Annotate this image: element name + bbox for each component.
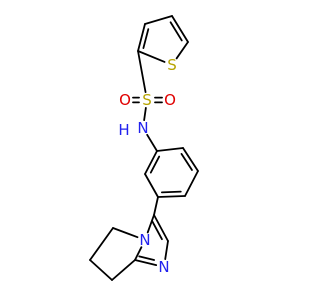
bond-t4-s-thio: [175, 41, 189, 60]
bond-t2-t3: [144, 15, 173, 25]
atom-label-background: [165, 58, 179, 72]
atom-label-background: [163, 93, 177, 107]
bond-i-c8a-n-imid1: [134, 246, 143, 261]
atom-label-s: S: [167, 56, 177, 74]
bond-b5-i-c3: [153, 196, 159, 216]
bond-t1-t2-inner: [142, 28, 150, 49]
atom-s-sulf: S: [140, 91, 154, 109]
atom-label-o: O: [119, 91, 131, 109]
bond-i-c2-n-imid2: [164, 240, 169, 260]
bond-b1-b2: [156, 147, 184, 152]
bond-t3-t4-inner: [169, 21, 183, 42]
atom-label-o: O: [164, 91, 176, 109]
atom-o1: O: [118, 91, 132, 109]
atom-s-thio: S: [165, 56, 179, 74]
atom-nh: H: [118, 121, 130, 139]
bond-s-sulf-n-amide: [143, 107, 147, 121]
atom-label-n: N: [137, 119, 148, 137]
bond-t1-s-sulf: [137, 50, 147, 94]
bond-b4-b5-inner: [160, 190, 182, 194]
bond-b5-b6: [144, 173, 159, 198]
bond-n-amide-b1: [146, 133, 158, 152]
bond-t1-t2: [137, 23, 146, 52]
bond-layer: [89, 15, 199, 281]
bond-n-imid2-i-c8a: [134, 259, 158, 267]
atom-label-background: [118, 93, 132, 107]
atom-n-imid1: N: [138, 231, 152, 249]
atom-label-background: [136, 121, 150, 135]
bond-t3-t4: [171, 15, 189, 43]
atom-n-amide: N: [136, 119, 150, 137]
bond-b3-b4: [184, 170, 199, 197]
bond-b2-b3-inner: [180, 153, 193, 171]
atom-label-background: [140, 93, 154, 107]
atom-label-background: [138, 233, 152, 247]
bond-i-c3-i-c2-inner: [151, 220, 163, 241]
bond-n-imid2-i-c8a-inner: [138, 255, 156, 261]
bond-b2-b3: [182, 147, 199, 172]
atom-label-n: N: [158, 258, 169, 276]
atom-label-n: N: [139, 231, 150, 249]
bond-p-c7-i-c8a: [111, 259, 136, 281]
atom-label-h: H: [118, 121, 129, 139]
bond-n-imid1-p-c5: [112, 227, 139, 239]
bond-p-c5-p-c6: [89, 227, 114, 261]
bond-s-thio-t1: [137, 50, 166, 63]
bond-b6-b1: [144, 150, 158, 175]
atom-label-background: [118, 124, 130, 136]
bond-b4-b5: [157, 195, 186, 198]
bond-i-c3-n-imid1: [146, 214, 155, 234]
bond-i-c3-i-c2: [153, 214, 169, 242]
atom-label-background: [157, 260, 171, 274]
atom-label-s: S: [142, 91, 152, 109]
bond-b6-b1-inner: [149, 155, 161, 174]
atom-n-imid2: N: [157, 258, 171, 276]
atom-o2: O: [163, 91, 177, 109]
bond-p-c6-p-c7: [89, 259, 113, 281]
